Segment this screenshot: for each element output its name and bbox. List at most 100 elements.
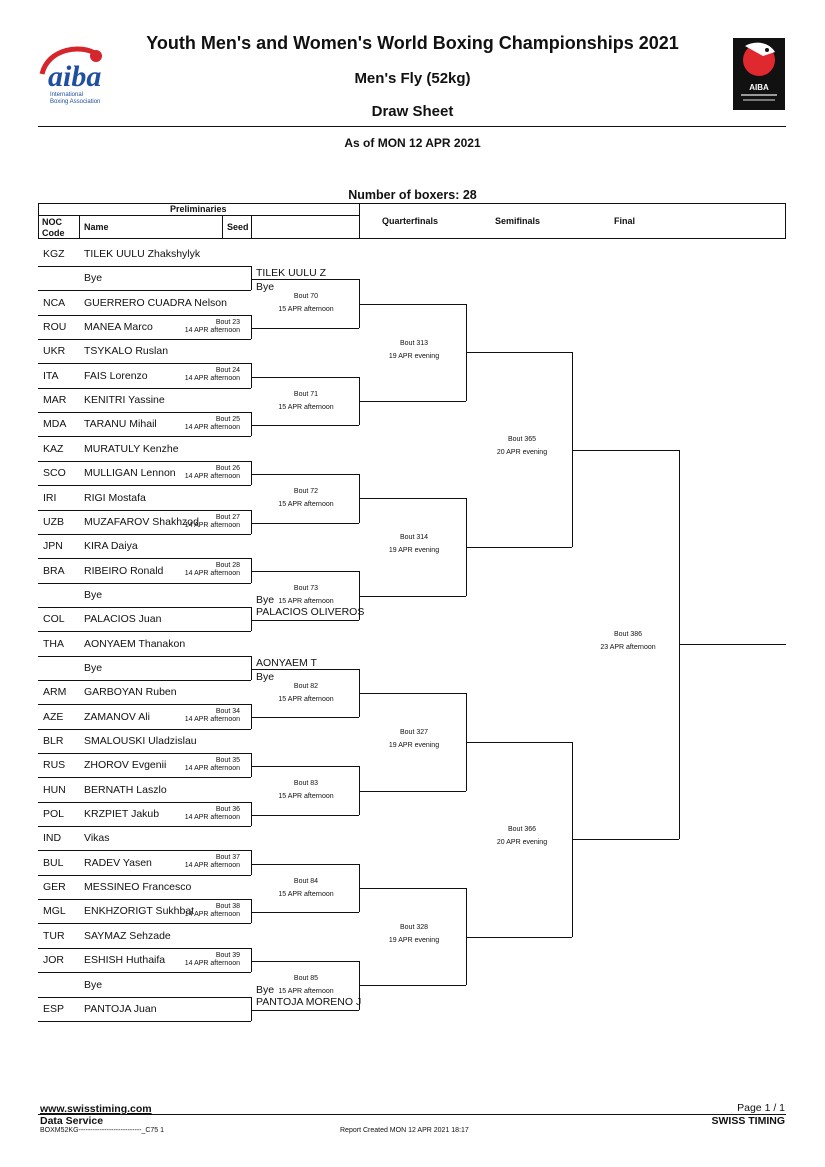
r2-bout-time: 15 APR afternoon <box>278 890 334 898</box>
entry-noc: RUS <box>43 759 66 772</box>
aiba-logo: aiba International Boxing Association <box>38 44 128 108</box>
r2-slot-line <box>251 863 359 865</box>
r2-bout-label: Bout 73 <box>293 585 319 593</box>
entry-name: AONYAEM Thanakon <box>84 637 186 650</box>
preliminaries-header: Preliminaries <box>170 204 227 214</box>
pair-connector <box>251 558 252 583</box>
r2-slot-line <box>251 668 359 670</box>
quarterfinals-header: Quarterfinals <box>382 216 439 226</box>
aiba-eagle-logo: AIBA <box>733 38 785 110</box>
event-name: Men's Fly (52kg) <box>354 70 471 87</box>
r2-slot-line <box>251 522 359 524</box>
pair-connector <box>251 460 252 486</box>
entry-name: MURATULY Kenzhe <box>84 442 179 455</box>
r2-bye: Bye <box>256 670 275 683</box>
r2-bout-time: 15 APR afternoon <box>278 306 334 314</box>
entry-line <box>38 874 251 876</box>
entry-name: MUZAFAROV Shakhzod <box>84 515 199 528</box>
footer-service: Data Service <box>40 1115 104 1127</box>
prelim-bout-label: Bout 27 <box>215 513 240 521</box>
r2-bout-label: Bout 70 <box>293 293 319 301</box>
divider <box>38 215 359 216</box>
r2-slot-line <box>251 620 359 622</box>
entry-line <box>38 728 251 730</box>
prelim-bout-label: Bout 36 <box>215 805 240 813</box>
entry-line <box>38 485 251 487</box>
prelim-bout-time: 14 APR afternoon <box>184 326 240 334</box>
prelim-bout-label: Bout 38 <box>215 903 240 911</box>
r2-bout-label: Bout 83 <box>293 780 319 788</box>
entry-line <box>38 631 251 633</box>
qf-connector <box>466 887 467 986</box>
entry-line <box>38 582 251 584</box>
entry-noc: BUL <box>43 856 64 869</box>
entry-line <box>38 777 251 779</box>
entry-name: SAYMAZ Sehzade <box>84 929 171 942</box>
entry-name: ESHISH Huthaifa <box>84 954 166 967</box>
entry-line <box>38 606 251 608</box>
r2-bout-label: Bout 82 <box>293 682 319 690</box>
entry-line <box>38 826 251 828</box>
r2-advanced-name: PANTOJA MORENO J <box>256 995 362 1008</box>
footer-page: Page 1 / 1 <box>737 1102 785 1114</box>
svg-text:aiba: aiba <box>48 60 101 93</box>
entry-noc: NCA <box>43 296 66 309</box>
r2-bout-label: Bout 84 <box>293 877 319 885</box>
entry-line <box>38 314 251 316</box>
sf-slot-line <box>466 352 572 354</box>
qf-slot-line <box>359 985 466 987</box>
r2-bout-time: 15 APR afternoon <box>278 403 334 411</box>
entry-name: RIGI Mostafa <box>84 491 146 504</box>
divider <box>251 215 252 239</box>
entry-name: KRZPIET Jakub <box>84 808 160 821</box>
qf-bout-label: Bout 327 <box>399 729 429 737</box>
entry-name: Bye <box>84 588 103 601</box>
qf-slot-line <box>359 498 466 500</box>
r2-bout-time: 15 APR afternoon <box>278 598 334 606</box>
entry-noc: THA <box>43 637 64 650</box>
entry-name: SMALOUSKI Uladzislau <box>84 735 197 747</box>
qf-bout-label: Bout 313 <box>399 339 429 347</box>
sf-slot-line <box>466 936 572 938</box>
page-title: Youth Men's and Women's World Boxing Cha… <box>146 33 679 53</box>
svg-text:AIBA: AIBA <box>749 83 769 92</box>
pair-connector <box>251 753 252 778</box>
entry-noc: MAR <box>43 394 67 407</box>
final-bout-time: 23 APR afternoon <box>600 643 656 651</box>
entry-line <box>38 996 251 998</box>
divider <box>359 203 360 239</box>
prelim-bout-time: 14 APR afternoon <box>184 813 240 821</box>
entry-noc: TUR <box>43 929 65 942</box>
entry-line <box>38 339 251 341</box>
r2-advanced-name: PALACIOS OLIVEROS <box>256 606 365 619</box>
qf-slot-line <box>359 595 466 597</box>
entry-line <box>38 655 251 657</box>
entry-noc: GER <box>43 881 66 894</box>
footer-website[interactable]: www.swisstiming.com <box>40 1103 152 1115</box>
r2-slot-line <box>251 1009 359 1011</box>
entry-name: KENITRI Yassine <box>84 394 165 407</box>
entry-line <box>38 947 251 949</box>
entry-name: MANEA Marco <box>84 321 153 334</box>
entry-name: FAIS Lorenzo <box>84 369 148 382</box>
prelim-bout-time: 14 APR afternoon <box>184 570 240 578</box>
entry-noc: IND <box>43 832 62 845</box>
entry-name: TILEK UULU Zhakshylyk <box>84 248 201 260</box>
entry-noc: MGL <box>43 905 66 918</box>
entry-name: Bye <box>84 978 103 991</box>
r2-slot-line <box>251 814 359 816</box>
prelim-bout-label: Bout 35 <box>215 757 240 764</box>
r2-slot-line <box>251 960 359 962</box>
entry-noc: AZE <box>43 710 64 723</box>
entry-line <box>38 266 251 267</box>
pair-connector <box>251 947 252 973</box>
entry-noc: COL <box>43 613 65 626</box>
qf-connector <box>466 303 467 401</box>
final-slot-line <box>572 839 679 841</box>
svg-text:International: International <box>50 92 83 98</box>
pair-connector <box>251 801 252 827</box>
qf-slot-line <box>359 693 466 695</box>
entry-name: ZAMANOV Ali <box>84 710 150 723</box>
qf-connector <box>466 498 467 596</box>
pair-connector <box>251 899 252 924</box>
